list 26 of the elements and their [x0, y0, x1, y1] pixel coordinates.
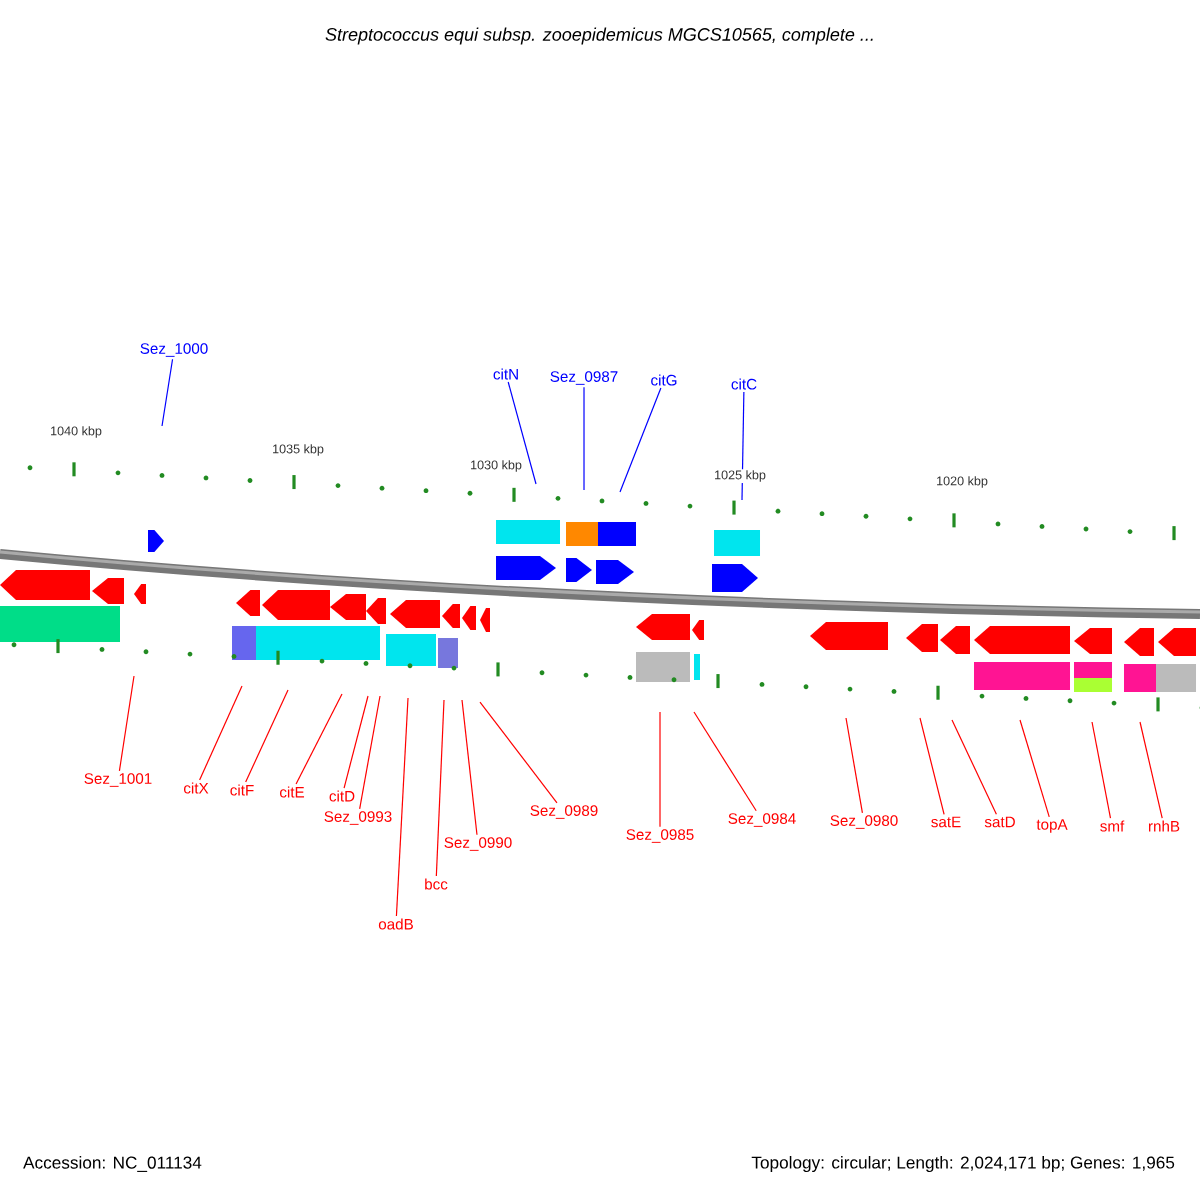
leader-line	[343, 695, 369, 789]
leader-line	[951, 719, 997, 815]
leader-line	[461, 699, 478, 836]
leader-line	[295, 693, 343, 785]
leader-line	[118, 675, 135, 772]
leader-line	[1091, 721, 1112, 819]
leader-line	[693, 711, 757, 812]
leader-line	[583, 386, 585, 491]
leader-line	[659, 711, 661, 828]
leader-line	[479, 701, 558, 804]
leader-line	[395, 697, 409, 917]
leader-line	[199, 685, 243, 781]
leader-line	[845, 717, 863, 814]
leader-line	[359, 695, 381, 810]
leader-line	[245, 689, 289, 783]
leader-line	[1139, 721, 1163, 819]
leader-line	[1019, 719, 1050, 818]
leader-line	[161, 358, 174, 427]
accession-text: Accession: NC_011134	[23, 1156, 202, 1172]
leader-line	[619, 387, 662, 493]
leader-line	[507, 381, 537, 485]
title: Streptococcus equi subsp. zooepidemicus MGCS10565, complete ...	[325, 27, 873, 45]
leader-line	[919, 717, 945, 815]
leader-line	[435, 699, 445, 877]
genome-summary-text: Topology: circular; Length: 2,024,171 bp; Genes: 1,965	[751, 1156, 1175, 1173]
leader-line	[741, 391, 745, 501]
